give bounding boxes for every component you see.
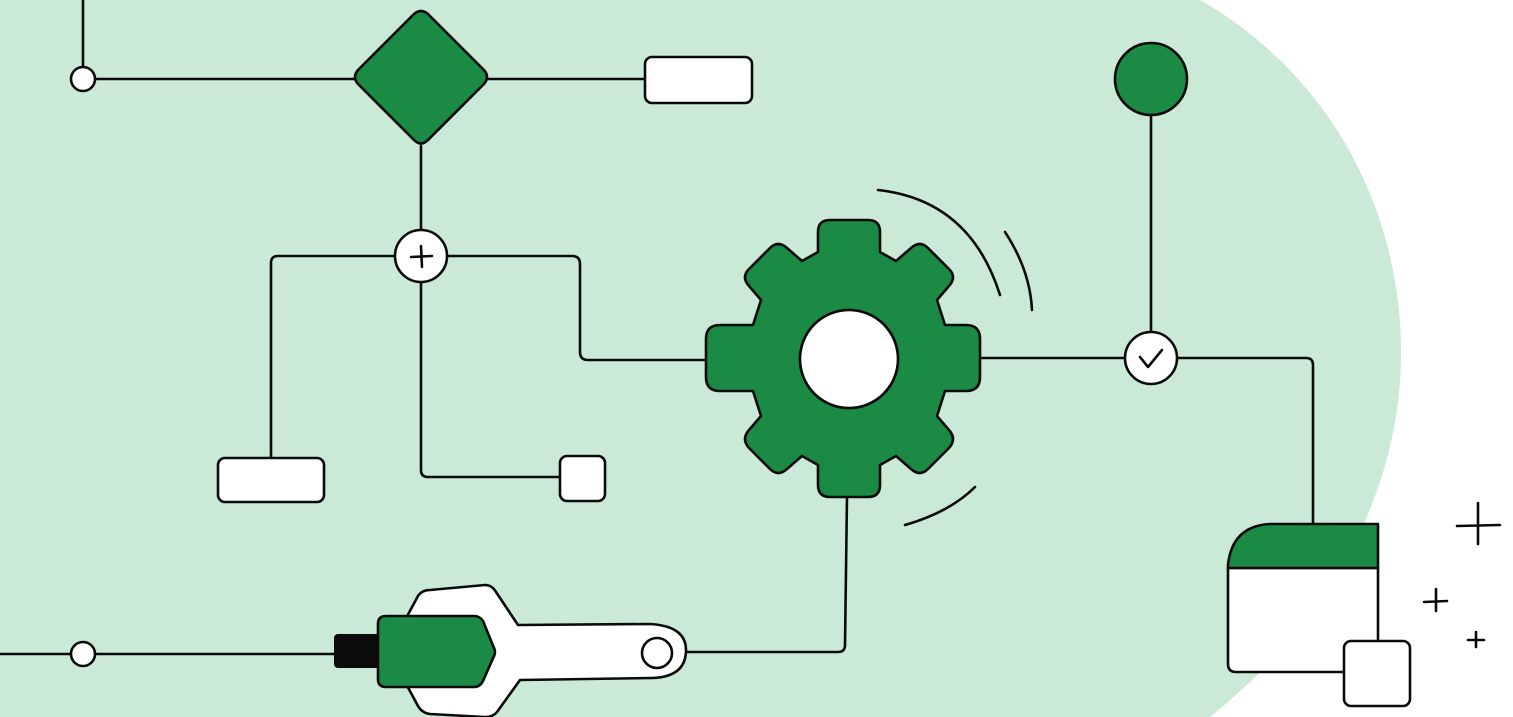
start-node-top xyxy=(71,67,95,91)
wrench-handle-grip xyxy=(334,634,382,668)
check-circle-icon[interactable] xyxy=(1125,332,1177,384)
window-overlay-square[interactable] xyxy=(1344,641,1410,706)
sparkle-plus-icon xyxy=(1424,503,1500,647)
start-node-bottom xyxy=(71,642,95,666)
outcome-box-top-right[interactable] xyxy=(645,57,752,103)
outcome-box-left[interactable] xyxy=(218,458,324,502)
wrench-head-green xyxy=(378,616,495,687)
browser-window-icon[interactable] xyxy=(1228,524,1410,706)
filled-circle-icon[interactable] xyxy=(1115,43,1187,115)
plus-circle-icon[interactable] xyxy=(395,230,447,282)
outcome-box-small[interactable] xyxy=(560,456,605,501)
